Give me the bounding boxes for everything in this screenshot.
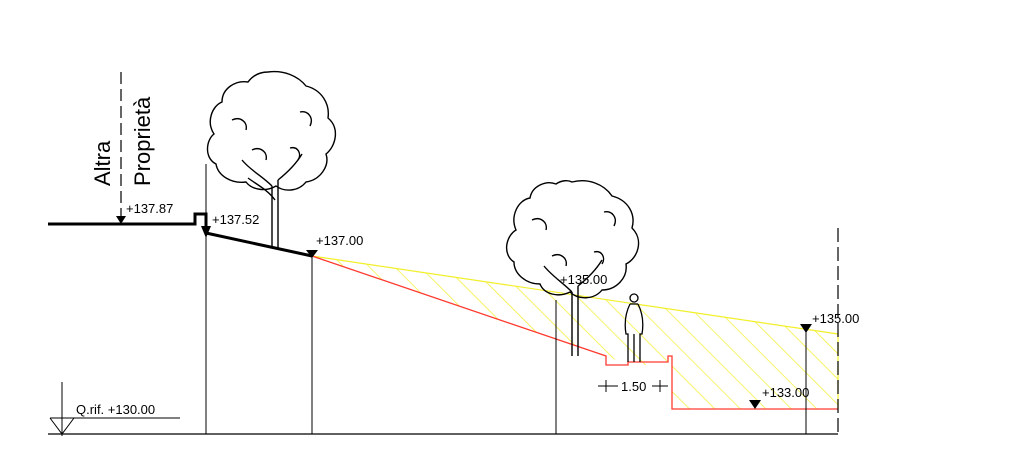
elevation-markers xyxy=(116,216,812,409)
elevation-right-top: +135.00 xyxy=(812,311,859,326)
vertical-reference-lines xyxy=(205,164,807,434)
excavation-profile-line xyxy=(311,255,838,410)
person-figure-icon xyxy=(624,293,644,362)
elevation-existing-ground: +137.87 xyxy=(126,201,173,216)
reference-level-label: Q.rif. +130.00 xyxy=(76,402,155,417)
elevation-wall-base: +137.52 xyxy=(212,212,259,227)
marker-right-bottom xyxy=(749,400,761,409)
tree-left-icon xyxy=(206,70,336,248)
adjacent-property-label-1: Altra xyxy=(90,140,115,186)
marker-right-top xyxy=(800,324,812,333)
path-width-dimension xyxy=(598,380,668,392)
wall-arrow-head xyxy=(201,226,211,238)
elevation-mid-slope: +135.00 xyxy=(560,272,607,287)
tree-right-icon xyxy=(506,179,640,356)
elevation-right-bottom: +133.00 xyxy=(762,385,809,400)
reference-level-marker xyxy=(49,382,180,436)
marker-slope-top xyxy=(306,250,318,258)
path-width-label: 1.50 xyxy=(621,379,646,394)
elevation-slope-top: +137.00 xyxy=(316,233,363,248)
marker-existing-ground xyxy=(116,216,126,224)
adjacent-property-label-2: Proprietà xyxy=(130,96,155,186)
